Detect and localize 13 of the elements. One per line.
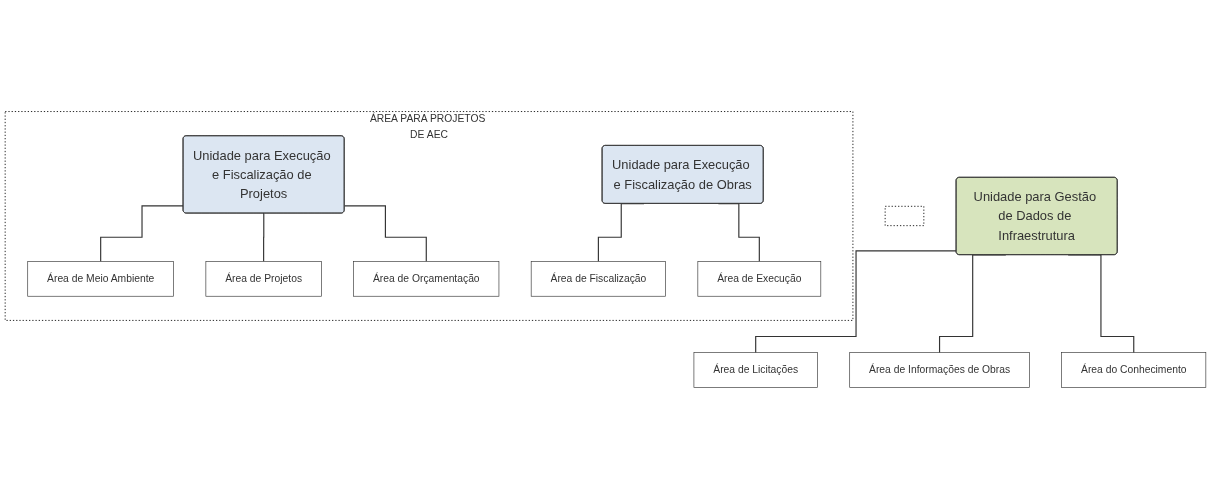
node-box: Área de Meio Ambiente — [27, 261, 174, 297]
node-box: Área de Projetos — [205, 261, 322, 297]
node-box — [884, 205, 925, 227]
node-box: Área de Fiscalização — [530, 261, 666, 297]
node-box: Área do Conhecimento — [1061, 352, 1207, 388]
node-box: Área de Licitações — [693, 352, 818, 388]
connector — [343, 205, 427, 262]
node-box: Área de Orçamentação — [353, 261, 500, 297]
node-box: Área de Execução — [697, 261, 822, 297]
connector — [100, 205, 184, 262]
connector — [755, 250, 957, 354]
node-box: Área de Informações de Obras — [849, 352, 1030, 388]
connector — [263, 212, 265, 262]
